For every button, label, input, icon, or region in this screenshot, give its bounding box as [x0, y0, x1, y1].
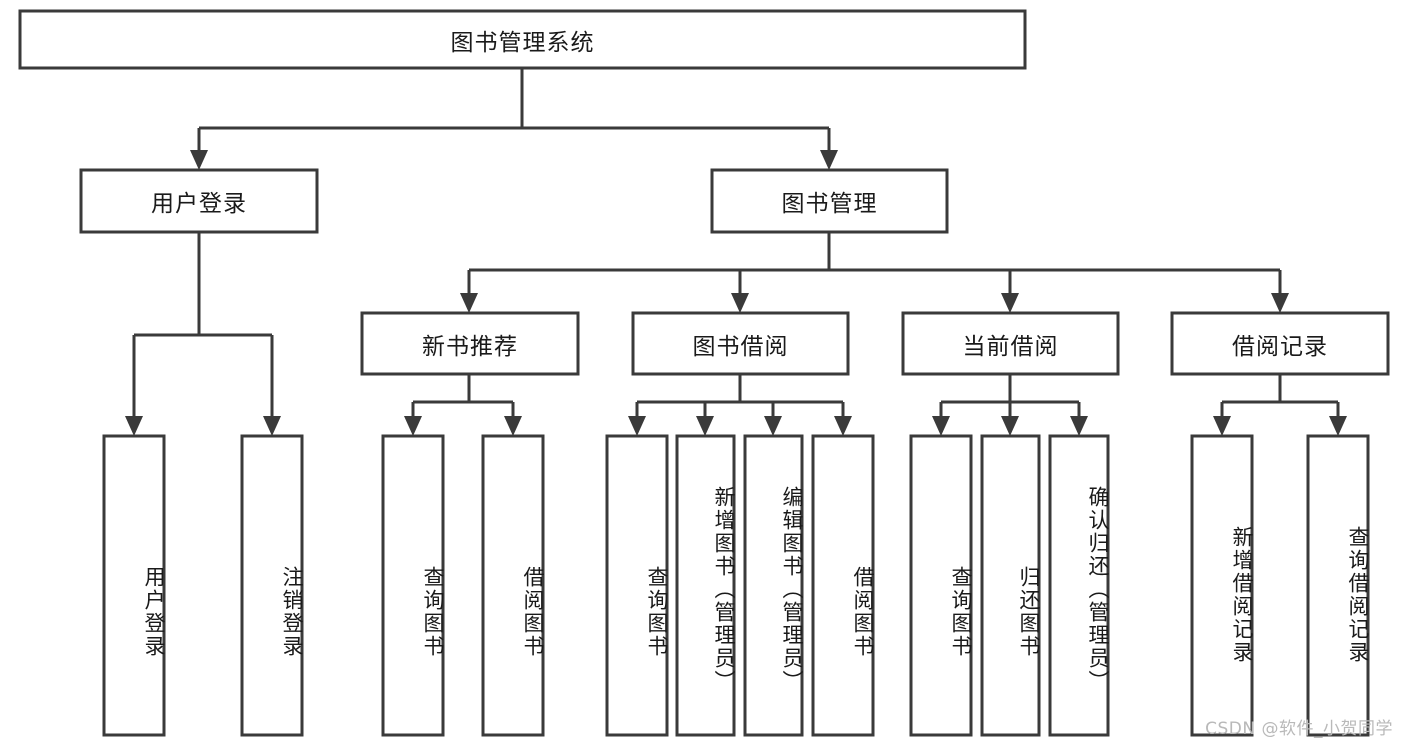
node-box-borrow-record[interactable]	[1170, 311, 1390, 376]
arrow-user-login-leaf-0	[125, 416, 143, 436]
arrow-book-borrow-leaf-2	[764, 416, 782, 436]
arrow-to-borrow-record	[1271, 293, 1289, 313]
arrow-to-book-borrow	[731, 293, 749, 313]
arrow-current-borrow-leaf-0	[932, 416, 950, 436]
node-box-current-borrow[interactable]	[901, 311, 1120, 376]
arrow-to-book-manage	[820, 150, 838, 170]
leaf-box-9[interactable]	[980, 434, 1041, 737]
watermark-text: CSDN @软件_小贺同学	[1205, 719, 1393, 739]
arrow-user-login-leaf-1	[263, 416, 281, 436]
leaf-box-10[interactable]	[1048, 434, 1110, 737]
arrow-book-borrow-leaf-1	[696, 416, 714, 436]
leaf-box-8[interactable]	[909, 434, 973, 737]
arrow-new-book-leaf-1	[504, 416, 522, 436]
connector-layer	[125, 68, 1347, 436]
node-box-book-borrow[interactable]	[631, 311, 850, 376]
arrow-to-user-login	[190, 150, 208, 170]
leaf-box-4[interactable]	[605, 434, 669, 737]
leaf-box-11[interactable]	[1190, 434, 1254, 737]
leaf-box-5[interactable]	[675, 434, 736, 737]
leaf-box-3[interactable]	[481, 434, 545, 737]
leaf-box-6[interactable]	[743, 434, 804, 737]
arrow-book-borrow-leaf-0	[628, 416, 646, 436]
leaf-box-2[interactable]	[381, 434, 445, 737]
arrow-new-book-leaf-0	[404, 416, 422, 436]
node-box-new-book-recommend[interactable]	[360, 311, 580, 376]
arrow-book-borrow-leaf-3	[834, 416, 852, 436]
arrow-borrow-record-leaf-1	[1329, 416, 1347, 436]
leaf-box-0[interactable]	[102, 434, 166, 737]
arrow-current-borrow-leaf-1	[1001, 416, 1019, 436]
leaf-box-1[interactable]	[240, 434, 304, 737]
arrow-current-borrow-leaf-2	[1070, 416, 1088, 436]
node-box-user-login[interactable]	[79, 168, 319, 234]
arrow-borrow-record-leaf-0	[1213, 416, 1231, 436]
node-box-book-manage[interactable]	[710, 168, 949, 234]
leaf-box-7[interactable]	[811, 434, 875, 737]
arrow-to-current-borrow	[1001, 293, 1019, 313]
arrow-to-new-book	[460, 293, 478, 313]
node-box-root[interactable]	[18, 9, 1027, 70]
leaf-box-12[interactable]	[1306, 434, 1370, 737]
node-box-layer	[18, 9, 1390, 737]
